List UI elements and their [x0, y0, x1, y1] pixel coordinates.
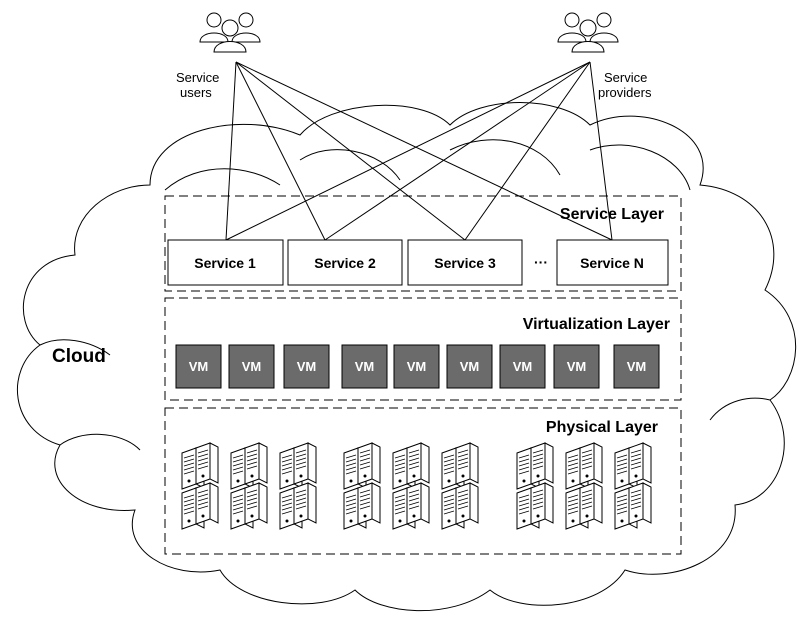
server-icon [579, 442, 603, 485]
service-label: Service 2 [314, 255, 376, 271]
server-icon [455, 482, 479, 525]
physical-layer-title: Physical Layer [546, 419, 658, 436]
server-icon [244, 482, 268, 525]
server-icon [406, 442, 430, 485]
server-icon [357, 482, 381, 525]
vm-label: VM [355, 359, 375, 374]
vm-label: VM [627, 359, 647, 374]
virtualization-layer: Virtualization Layer VM VM VM VM VM VM VM VM VM [164, 297, 682, 401]
server-icon [195, 482, 219, 525]
service-label: Service 3 [434, 255, 496, 271]
providers-label-line2: providers [598, 85, 652, 100]
service-box[interactable] [167, 239, 284, 286]
server-icon [530, 442, 554, 485]
providers-icon [557, 12, 619, 53]
service-box[interactable] [287, 239, 403, 286]
vm-box[interactable]: VM [446, 344, 493, 389]
service-label: Service N [580, 255, 644, 271]
virtualization-layer-title: Virtualization Layer [523, 316, 670, 333]
service-box[interactable] [556, 239, 669, 286]
connection-lines [225, 61, 613, 241]
providers-label-line1: Service [604, 70, 647, 85]
server-icon [244, 442, 268, 485]
users-label-line2: users [180, 85, 212, 100]
vm-box[interactable]: VM [499, 344, 546, 389]
server-icon [530, 482, 554, 525]
service-layer: Service Layer Service 1 Service 2 Servic… [164, 195, 682, 292]
server-icon [628, 482, 652, 525]
physical-layer: Physical Layer [164, 407, 682, 555]
server-icon [293, 482, 317, 525]
users-icon [199, 12, 261, 53]
server-icon [357, 442, 381, 485]
vm-box[interactable]: VM [228, 344, 275, 389]
vm-box[interactable]: VM [175, 344, 222, 389]
vm-box[interactable]: VM [553, 344, 600, 389]
server-icon [455, 442, 479, 485]
vm-label: VM [513, 359, 533, 374]
cloud-label: Cloud [52, 346, 106, 367]
users-label-line1: Service [176, 70, 219, 85]
vm-label: VM [460, 359, 480, 374]
vm-label: VM [242, 359, 262, 374]
vm-label: VM [407, 359, 427, 374]
vm-box[interactable]: VM [283, 344, 330, 389]
vm-box[interactable]: VM [613, 344, 660, 389]
vm-label: VM [567, 359, 587, 374]
vm-box[interactable]: VM [393, 344, 440, 389]
server-icon [628, 442, 652, 485]
server-icon [195, 442, 219, 485]
service-layer-title: Service Layer [560, 206, 664, 223]
server-icon [406, 482, 430, 525]
vm-box[interactable]: VM [341, 344, 388, 389]
server-icon [293, 442, 317, 485]
server-icon [579, 482, 603, 525]
vm-label: VM [297, 359, 317, 374]
vm-label: VM [189, 359, 209, 374]
service-label: Service 1 [194, 255, 256, 271]
service-box[interactable] [407, 239, 523, 286]
services-ellipsis: ··· [534, 254, 548, 270]
